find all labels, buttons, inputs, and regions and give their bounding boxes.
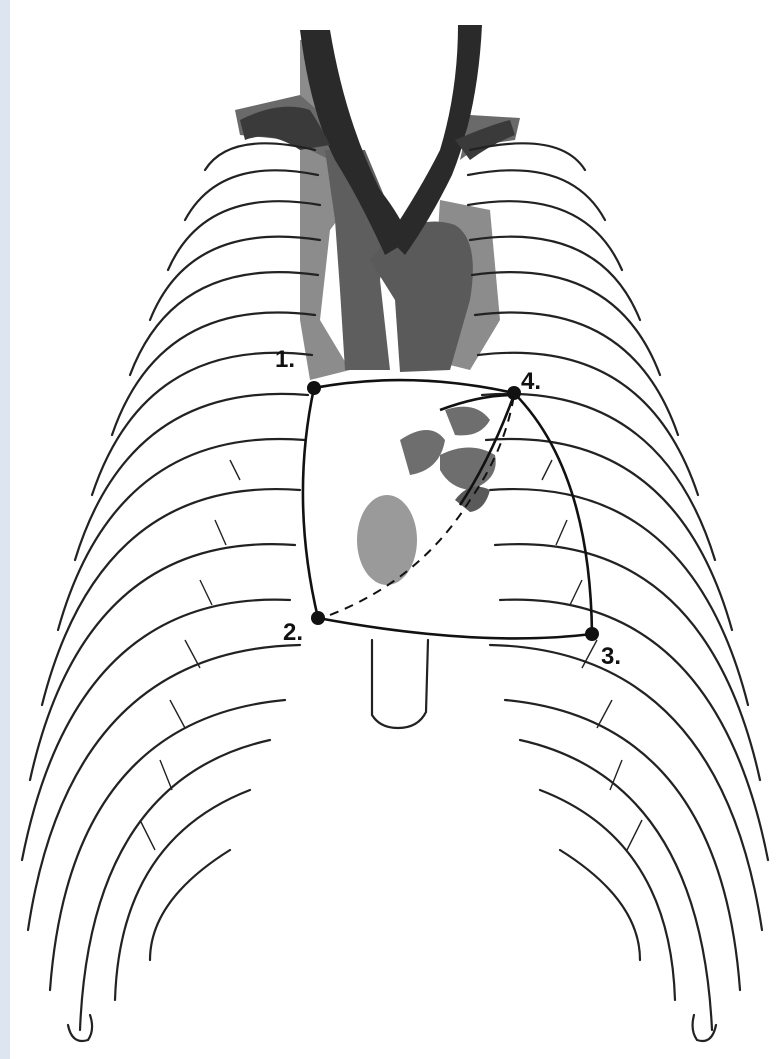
chamber-valve-4 [455,487,490,512]
point-1-marker [307,381,321,395]
point-2-marker [311,611,325,625]
heart-border-outline [303,380,592,638]
ribs-left [22,143,320,1030]
chamber-valve-3 [440,448,496,491]
chamber-valve-1 [400,430,445,475]
xiphoid-process [372,640,428,728]
chamber-valve-2 [445,407,490,436]
rib-tips [68,1015,716,1041]
point-1-label: 1. [275,348,295,372]
point-4-label: 4. [521,370,541,394]
point-4-marker [507,386,521,400]
point-3-marker [585,627,599,641]
heart-chambers [357,407,496,585]
point-3-label: 3. [601,645,621,669]
point-2-label: 2. [283,621,303,645]
chamber-right [357,495,417,585]
interventricular-dashed-line [330,395,514,615]
ribs-right [468,143,768,1030]
